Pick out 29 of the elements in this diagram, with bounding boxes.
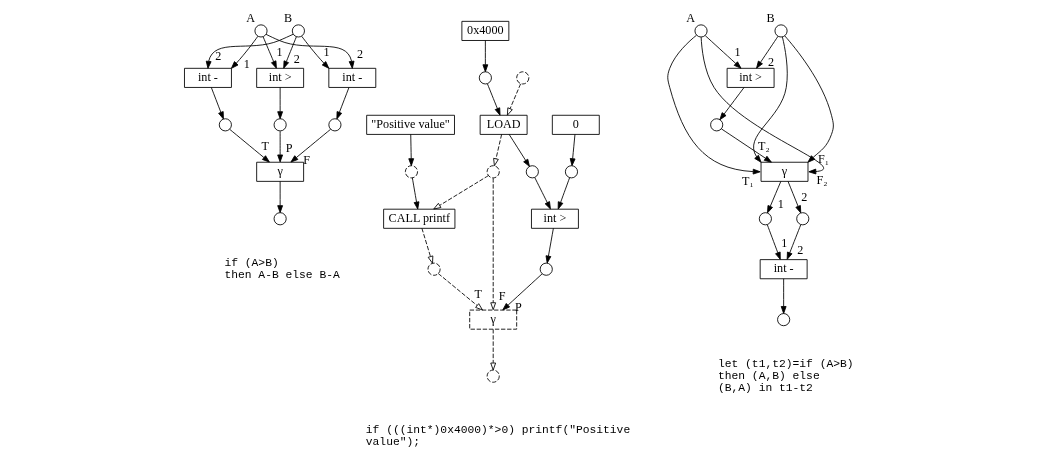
edge-label: 2: [800, 189, 807, 204]
edge-label: 1: [734, 45, 741, 60]
edge-label: T₂: [757, 139, 770, 154]
edge-label: F₂: [816, 172, 828, 187]
edge-label: 2: [293, 51, 300, 66]
edge-label: 1: [276, 45, 283, 60]
edge-label: 1: [243, 57, 250, 72]
edge-label: 2: [796, 242, 803, 257]
edge-label: T: [474, 287, 482, 302]
edge-label: F: [498, 289, 506, 304]
edge-label: P: [514, 300, 522, 315]
edge-label: T₁: [741, 173, 754, 188]
label: let (t1,t2)=if (A>B) then (A,B) else (B,A) in t1-t2: [717, 357, 854, 395]
edge-label: 1: [322, 45, 329, 60]
node-label: B: [283, 10, 292, 25]
edge-label: 1: [780, 236, 787, 251]
edge-label: 2: [767, 54, 774, 69]
label: if (((int*)0x4000)*>0) printf("Positive value");: [365, 424, 630, 449]
edge-label: 1: [777, 196, 784, 211]
edge-label: T: [260, 139, 269, 154]
edge-label: F: [302, 153, 310, 167]
edge-label: 2: [356, 46, 363, 61]
node-label: A: [685, 10, 695, 25]
label: if (A>B) then A-B else B-A: [223, 257, 340, 282]
edge-label: P: [285, 141, 292, 156]
edge-label: 2: [214, 48, 221, 63]
node-label: B: [766, 10, 775, 25]
edge-label: F₁: [817, 152, 829, 167]
node-label: A: [245, 10, 255, 25]
